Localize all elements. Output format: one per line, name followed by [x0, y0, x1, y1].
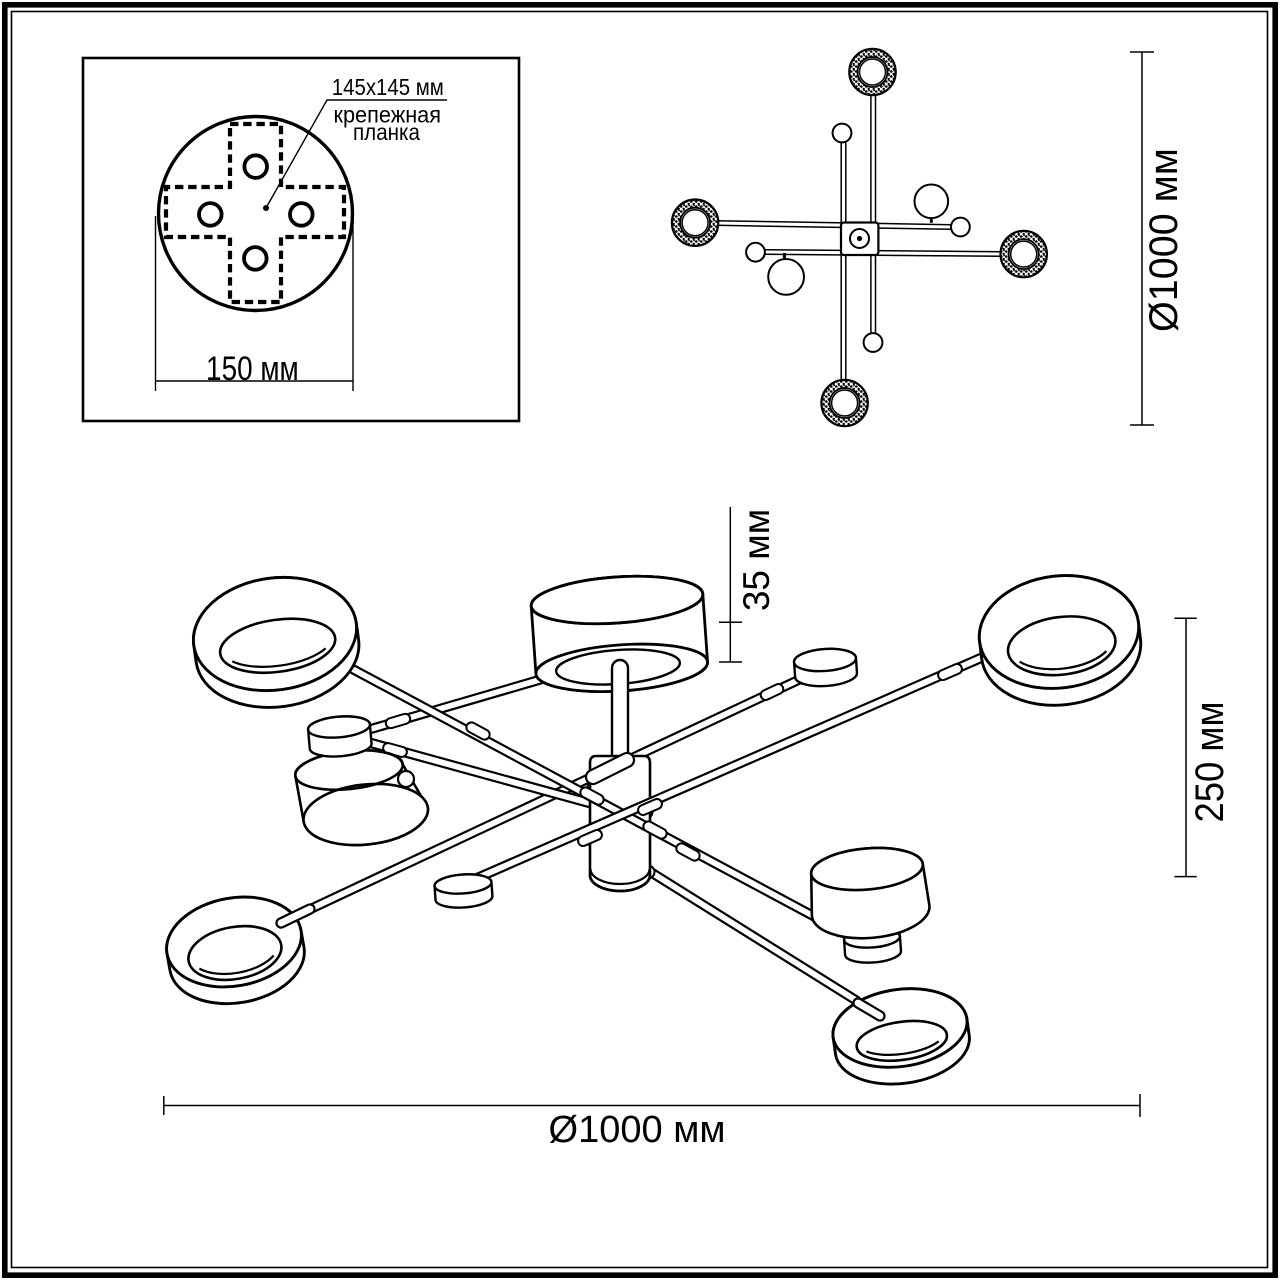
svg-text:Ø1000 мм: Ø1000 мм	[1142, 148, 1186, 332]
svg-text:145x145 мм: 145x145 мм	[332, 74, 444, 100]
svg-text:планка: планка	[353, 119, 420, 145]
svg-text:150 мм: 150 мм	[206, 350, 299, 388]
svg-text:Ø1000 мм: Ø1000 мм	[549, 1109, 726, 1151]
svg-text:250 мм: 250 мм	[1188, 702, 1232, 823]
svg-text:35 мм: 35 мм	[736, 509, 777, 611]
svg-text:крепежная: крепежная	[334, 102, 442, 128]
